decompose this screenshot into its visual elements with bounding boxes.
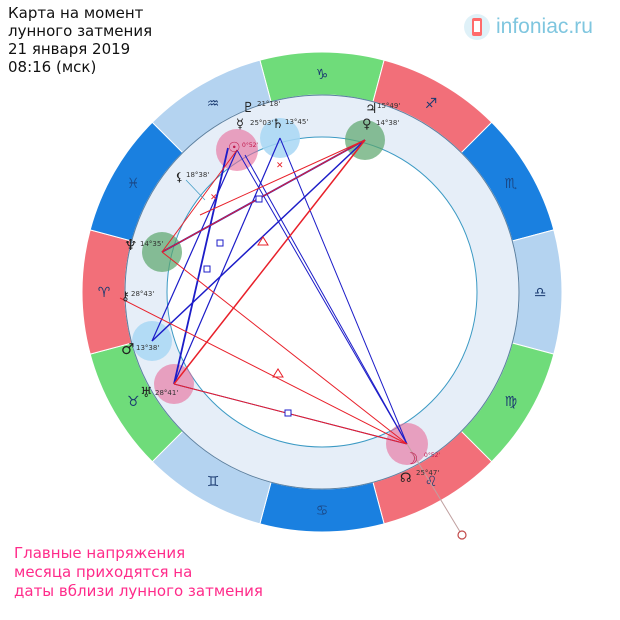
neptune-degree: 14°35' (140, 240, 163, 248)
ascendant-marker (457, 530, 467, 540)
caption-line-2: месяца приходятся на (14, 563, 193, 581)
aspect-line (151, 149, 238, 342)
logo-text: infoniac.ru (496, 15, 593, 38)
lilith-icon: ⚸ (175, 170, 184, 184)
aspect-line (119, 297, 408, 445)
taurus-icon: ♉ (127, 394, 140, 410)
aspect-line (173, 137, 281, 385)
lilith-pointer (185, 179, 206, 201)
mercury-degree: 25°03' (250, 119, 273, 127)
aspect-marker: ✕ (210, 193, 218, 203)
saturn-icon: ♄ (272, 117, 284, 132)
planet-labels: ♇ 21°18' ☿ 25°03' ♄ 13°45' ☉ 0°52' ♃ 15°… (121, 100, 440, 486)
aspect-line (161, 139, 366, 253)
mars-degree: 13°38' (136, 344, 159, 352)
chart-caption: Главные напряжения месяца приходятся на … (14, 544, 263, 601)
venus-icon: ♀ (362, 117, 372, 132)
moon-icon: ☽ (404, 449, 418, 468)
pisces-icon: ♓ (127, 176, 140, 192)
node-degree: 25°47' (416, 469, 439, 477)
venus-degree: 14°38' (376, 119, 399, 127)
ascendant-line (406, 443, 463, 536)
virgo-icon: ♍ (505, 394, 518, 410)
aspect-line (236, 149, 408, 445)
jupiter-degree: 15°49' (377, 102, 400, 110)
node-icon: ☊ (400, 471, 412, 486)
zodiac-ring: ♑♐♏♎♍♌♋♊♉♈♓♒ (81, 51, 563, 533)
uranus-degree: 28°41' (155, 389, 178, 397)
pluto-degree: 21°18' (257, 100, 280, 108)
pluto-icon: ♇ (242, 100, 255, 116)
chart-title: Карта на момент лунного затмения 21 янва… (8, 4, 152, 76)
chiron-degree: 28°43' (131, 290, 154, 298)
uranus-icon: ♅ (140, 385, 153, 401)
title-line-3: 21 января 2019 (8, 40, 131, 58)
moon-degree: 0°52' (424, 452, 440, 459)
chiron-icon: ⚷ (121, 289, 130, 303)
sagittarius-icon: ♐ (425, 96, 438, 112)
title-line-2: лунного затмения (8, 22, 153, 40)
aspect-lines: ✕ ✕ (119, 137, 467, 540)
aspect-marker (272, 368, 284, 378)
aspect-line (161, 149, 238, 253)
aspect-marker (203, 265, 211, 273)
title-line-1: Карта на момент (8, 4, 144, 22)
aspect-line (279, 137, 408, 445)
caption-line-3: даты вблизи лунного затмения (14, 582, 263, 600)
sun-degree: 0°52' (242, 142, 258, 149)
logo-icon (464, 14, 490, 40)
saturn-degree: 13°45' (285, 118, 308, 126)
capricorn-icon: ♑ (316, 67, 329, 83)
aspect-line (199, 139, 366, 216)
aspect-line (151, 139, 366, 342)
gemini-icon: ♊ (207, 474, 220, 490)
mercury-icon: ☿ (236, 117, 244, 132)
jupiter-icon: ♃ (365, 101, 378, 117)
aspect-marker (284, 409, 292, 417)
scorpio-icon: ♏ (505, 176, 518, 192)
aries-icon: ♈ (98, 285, 111, 301)
aspect-marker (255, 195, 263, 203)
title-line-4: 08:16 (мск) (8, 58, 97, 76)
sun-icon: ☉ (228, 140, 241, 156)
aspect-line (161, 251, 408, 445)
caption-line-1: Главные напряжения (14, 544, 186, 562)
libra-icon: ♎ (534, 285, 547, 301)
aquarius-icon: ♒ (207, 96, 220, 112)
lilith-degree: 18°38' (186, 171, 209, 179)
aspect-marker (257, 236, 269, 246)
site-logo[interactable]: infoniac.ru (462, 12, 593, 42)
mars-icon: ♂ (121, 340, 134, 358)
aspect-marker (216, 239, 224, 247)
aspect-marker: ✕ (276, 161, 284, 171)
cancer-icon: ♋ (316, 503, 329, 519)
neptune-icon: ♆ (124, 236, 137, 254)
aspect-line (173, 147, 229, 385)
aspect-line (173, 139, 366, 385)
aspect-line (244, 154, 408, 445)
